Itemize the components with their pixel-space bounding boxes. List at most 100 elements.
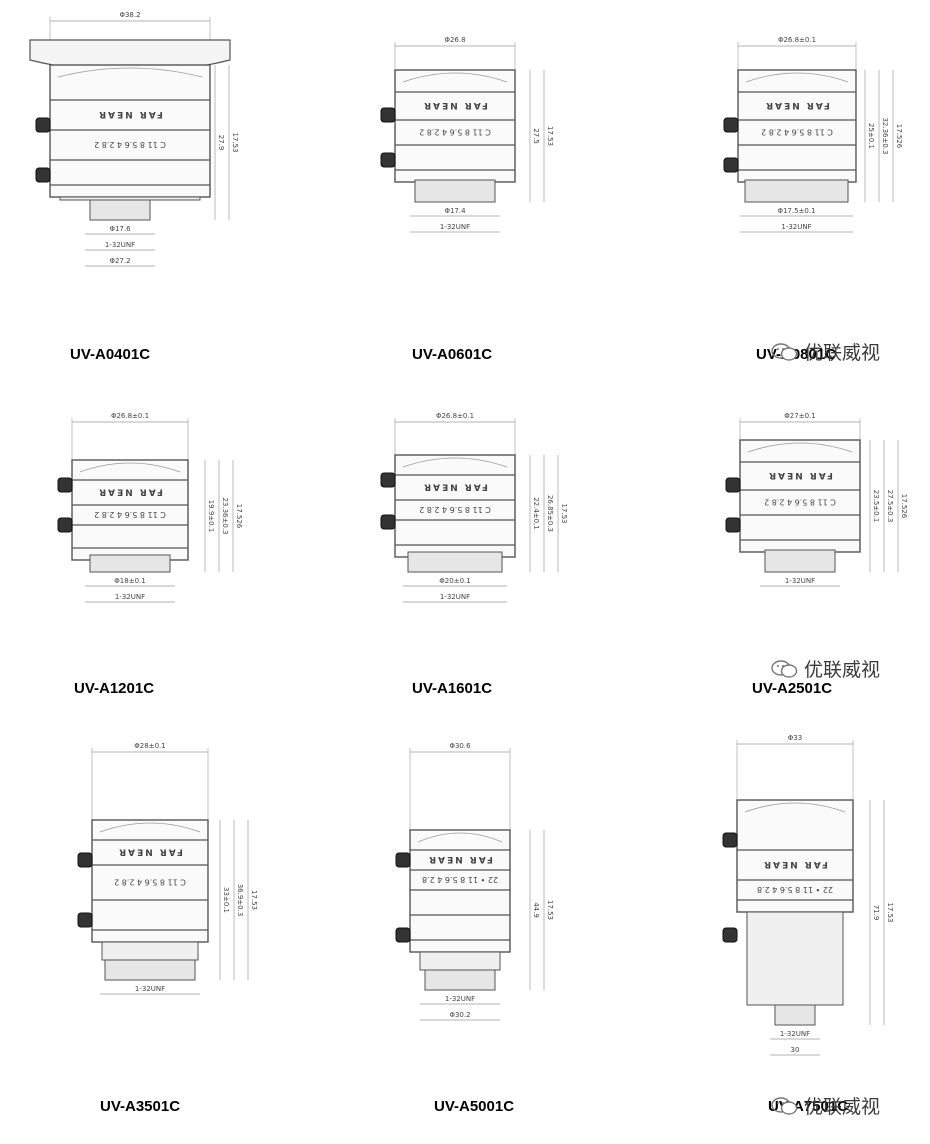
- bottom-dim-label-1: 1-32UNF: [440, 223, 470, 231]
- side-dim-label-1: 27.5±0.3: [886, 490, 894, 523]
- lens-body: [49, 64, 211, 198]
- watermark-3: 优联威视: [770, 1092, 880, 1119]
- caption-7: UV-A3501C: [100, 1098, 181, 1115]
- watermark-text: 优联威视: [804, 659, 881, 681]
- top-dim-label: Φ33: [788, 734, 802, 742]
- aperture-scale-label: C 11 8 5.6 4 2.8 2: [114, 878, 186, 887]
- bottom-dim-label-1: 1-32UNF: [105, 241, 135, 249]
- bottom-dim-label-0: Φ18±0.1: [114, 577, 145, 585]
- lock-screw-0: [35, 117, 51, 133]
- c-mount-thread: [89, 554, 171, 573]
- aperture-scale-label: 22 • 11 8 5.6 4 2.8: [422, 875, 498, 884]
- aperture-scale-label: C 11 8 5.6 4 2.8 2: [761, 128, 833, 137]
- bottom-dim-label-0: Φ17.5±0.1: [777, 207, 815, 215]
- caption-4: UV-A1201C: [74, 680, 155, 697]
- caption-1: UV-A0401C: [70, 346, 151, 363]
- top-dim-label: Φ38.2: [119, 11, 140, 19]
- focus-scale-label: FAR NEAR: [764, 100, 830, 110]
- front-glass: [744, 802, 846, 813]
- watermark-1: 优联威视: [770, 338, 880, 365]
- top-dim-label: Φ27±0.1: [784, 412, 815, 420]
- side-dim-label-0: 27.9: [217, 135, 225, 151]
- c-mount-thread: [89, 199, 151, 221]
- lock-screw-0: [395, 852, 411, 868]
- wechat-logo-icon: [771, 342, 798, 361]
- lens-body: [394, 69, 516, 183]
- bottom-dim-label-0: 1-32UNF: [135, 985, 165, 993]
- bottom-dim-label-0: 1-32UNF: [785, 577, 815, 585]
- front-glass: [79, 462, 181, 473]
- front-glass: [99, 822, 201, 833]
- lock-screw-1: [380, 514, 396, 530]
- lens-body: [409, 829, 511, 953]
- front-glass: [417, 832, 503, 843]
- side-dim-label-1: 36.9±0.3: [236, 884, 244, 917]
- side-dim-label-0: 27.5: [532, 128, 540, 144]
- lens-body: [394, 454, 516, 558]
- top-dim-label: Φ26.8: [444, 36, 465, 44]
- focus-scale-label: FAR NEAR: [762, 859, 828, 869]
- aperture-scale-label: C 11 8 5.6 4 2.8 2: [94, 140, 166, 149]
- side-dim-label-0: 33±0.1: [222, 887, 230, 913]
- watermark-2: 优联威视: [770, 655, 880, 682]
- focus-scale-label: FAR NEAR: [427, 854, 493, 864]
- side-dim-label-1: 17.53: [546, 126, 554, 146]
- side-dim-label-1: 32.36±0.3: [881, 117, 889, 154]
- side-dim-label-2: 17.526: [235, 504, 243, 529]
- side-dim-label-1: 26.85±0.3: [546, 495, 554, 532]
- front-glass: [747, 442, 853, 453]
- lock-screw-0: [725, 477, 741, 493]
- side-dim-label-1: 17.53: [886, 902, 894, 922]
- focus-scale-label: FAR NEAR: [117, 847, 183, 857]
- watermark-text: 优联威视: [804, 342, 881, 364]
- wechat-logo-icon: [771, 659, 798, 678]
- side-dim-label-0: 71.9: [872, 905, 880, 921]
- bottom-dim-label-0: Φ17.4: [444, 207, 466, 215]
- lock-screw-1: [57, 517, 73, 533]
- lens-base: [101, 941, 199, 961]
- side-dim-label-2: 17.53: [560, 503, 568, 523]
- lock-screw-1: [725, 517, 741, 533]
- bottom-dim-label-0: Φ17.6: [109, 225, 131, 233]
- side-dim-label-0: 22.4±0.1: [532, 497, 540, 530]
- front-glass: [57, 67, 203, 78]
- focus-scale-label: FAR NEAR: [97, 109, 163, 119]
- c-mount-thread: [774, 1004, 816, 1026]
- bottom-dim-label-0: 1-32UNF: [445, 995, 475, 1003]
- lock-screw-1: [722, 927, 738, 943]
- focus-scale-label: FAR NEAR: [767, 470, 833, 480]
- lock-screw-0: [380, 472, 396, 488]
- bottom-dim-label-1: 1-32UNF: [115, 593, 145, 601]
- caption-8: UV-A5001C: [434, 1098, 515, 1115]
- top-dim-label: Φ26.8±0.1: [778, 36, 816, 44]
- aperture-scale-label: C 11 8 5.6 4 2.8 2: [419, 505, 491, 514]
- lens-body: [737, 69, 857, 183]
- watermark-text: 优联威视: [804, 1096, 881, 1118]
- bottom-dim-label-1: 30: [791, 1046, 800, 1054]
- side-dim-label-1: 17.53: [231, 132, 239, 152]
- wechat-logo-icon: [771, 1096, 798, 1115]
- front-glass: [745, 72, 849, 83]
- side-dim-label-2: 17.526: [895, 124, 903, 149]
- front-glass: [402, 457, 508, 468]
- c-mount-thread: [414, 179, 496, 203]
- lock-screw-1: [77, 912, 93, 928]
- bottom-dim-label-1: 1-32UNF: [781, 223, 811, 231]
- caption-2: UV-A0601C: [412, 346, 493, 363]
- aperture-scale-label: 22 • 11 8 5.6 4 2.8: [757, 885, 833, 894]
- lens-body: [71, 459, 189, 561]
- side-dim-label-1: 17.53: [546, 900, 554, 920]
- front-glass: [402, 72, 508, 83]
- bottom-dim-label-2: Φ27.2: [109, 257, 130, 265]
- lock-screw-0: [77, 852, 93, 868]
